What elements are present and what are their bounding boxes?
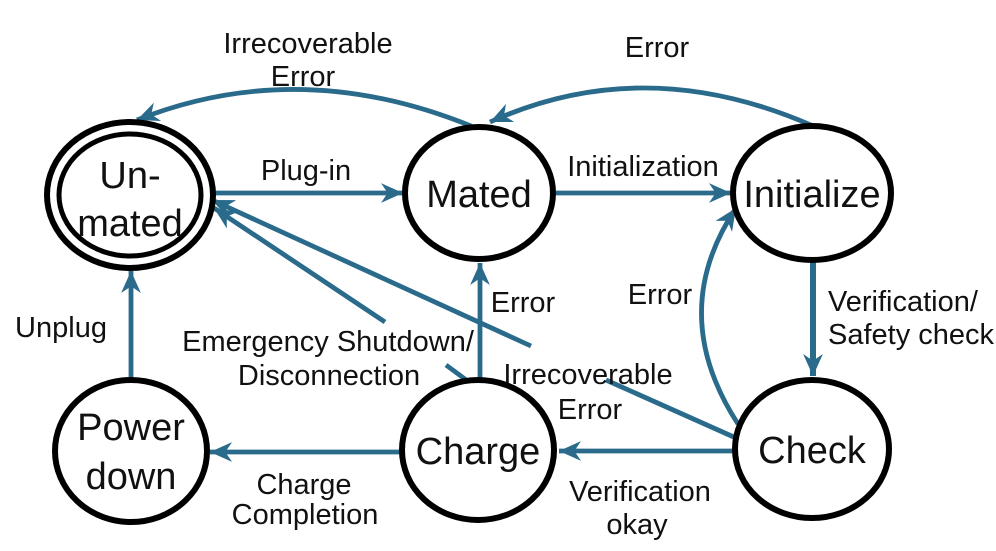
state-power-down-circle [52,377,210,525]
state-check: Check [732,377,892,521]
transition-irrecoverable-error-top-label-line2: Error [271,61,336,93]
state-charge-circle [399,377,557,523]
state-initialize-label: Initialize [743,174,880,216]
state-mated-label: Mated [426,174,532,216]
state-unmated-label-line2: mated [77,203,183,245]
transition-emergency-shutdown-label-line1: Emergency Shutdown/ [182,326,475,358]
states-layer: Un- mated Mated Initialize Check Charge [44,119,894,525]
transition-plug-in-label: Plug-in [261,155,351,187]
transition-error-top-arrow [489,85,814,129]
transition-charge-completion-label-line1: Charge [256,469,351,501]
state-initialize-circle [730,123,894,263]
state-check-label: Check [758,430,867,472]
transition-unplug-label: Unplug [15,312,107,344]
state-power-down-label-line2: down [86,456,177,498]
transition-error-charge-mated-label: Error [491,287,556,319]
state-unmated-label-line1: Un- [99,155,160,197]
state-unmated-outer-circle [44,119,216,271]
transition-error-top-label: Error [625,32,690,64]
transition-verification-safety-label-line1: Verification/ [828,286,979,318]
state-charge: Charge [399,377,557,523]
state-initialize: Initialize [730,123,894,263]
transition-irrecoverable-error-top-arrow [136,87,472,129]
transition-emergency-shutdown-label-line2: Disconnection [238,360,420,392]
state-power-down: Power down [52,377,210,525]
state-charge-label: Charge [416,431,541,473]
transition-verification-okay-label-line1: Verification [569,476,711,508]
transition-error-check-initialize-label: Error [628,279,693,311]
state-unmated-inner-circle [56,131,204,259]
transition-charge-completion-label-line2: Completion [232,499,379,531]
transition-error-check-initialize-arrow [699,206,741,426]
transition-initialization-label: Initialization [567,151,719,183]
state-unmated: Un- mated [44,119,216,271]
transitions-layer: Irrecoverable Error Error Plug-in Initia… [15,28,994,541]
state-mated: Mated [402,124,556,262]
state-mated-circle [402,124,556,262]
transition-verification-okay-label-line2: okay [606,509,668,541]
transition-irrecoverable-error-mid-label-line1: Irrecoverable [503,359,672,391]
transition-irrecoverable-error-mid-arrow [212,200,737,441]
state-check-circle [732,377,892,521]
transition-irrecoverable-error-top-label-line1: Irrecoverable [223,28,392,60]
transition-irrecoverable-error-mid-label-line2: Error [558,394,623,426]
transition-verification-safety-label-line2: Safety check [828,319,995,351]
state-power-down-label-line1: Power [77,407,185,449]
